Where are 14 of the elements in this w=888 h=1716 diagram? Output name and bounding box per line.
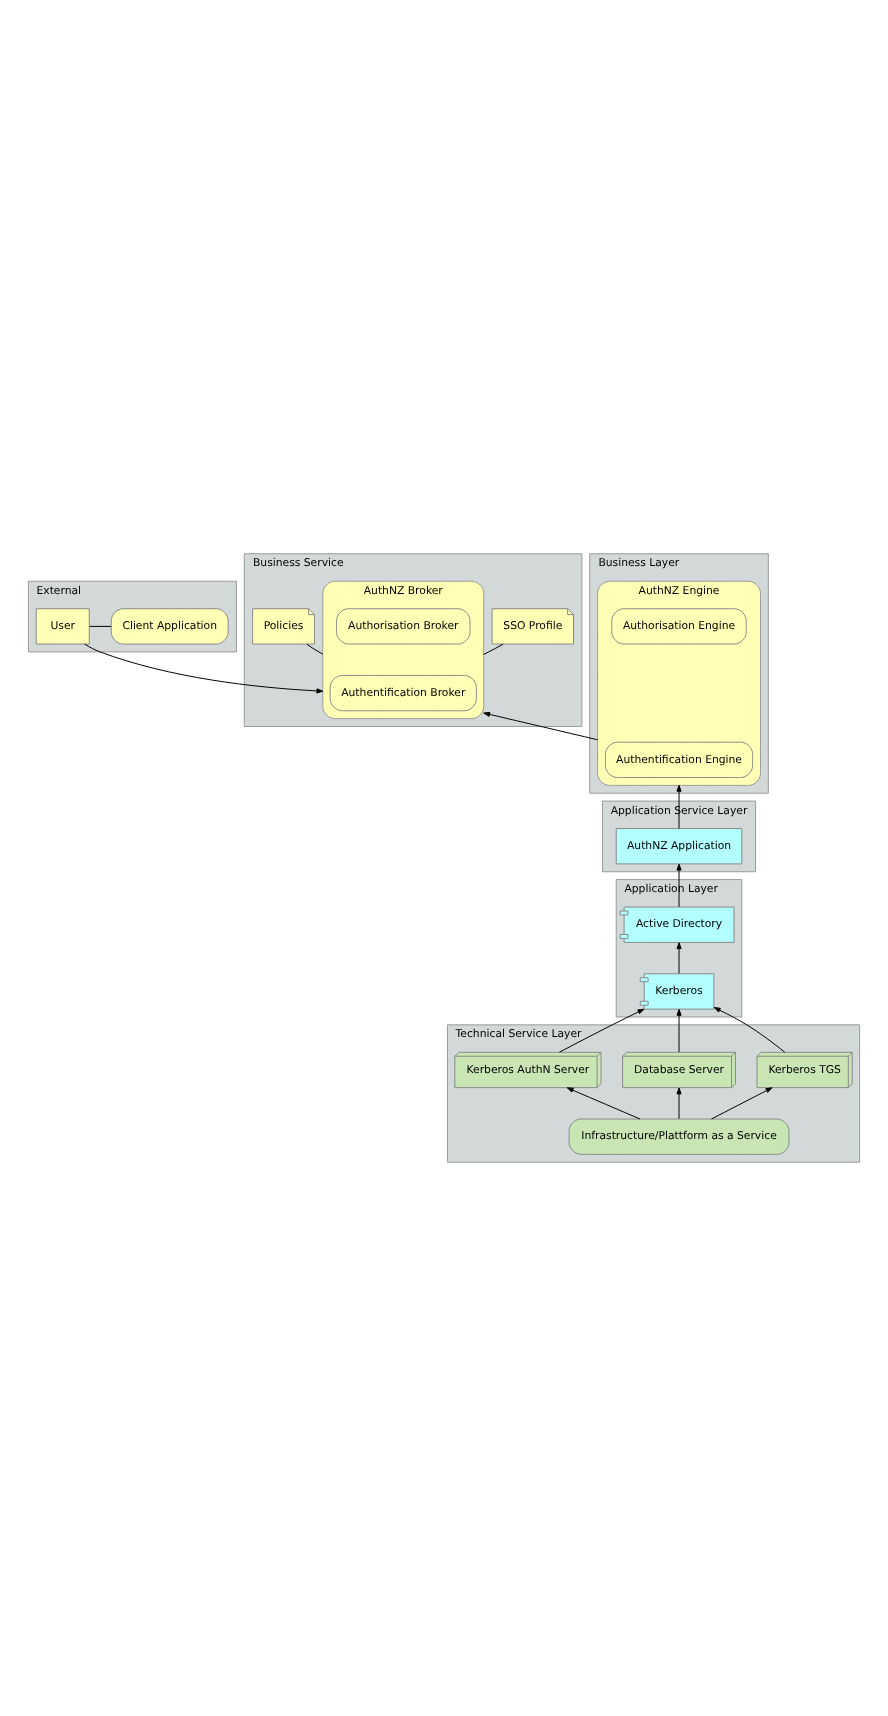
arrow: [711, 1087, 773, 1120]
arrow: [558, 1008, 645, 1053]
arrow: [84, 643, 324, 694]
arrow: [483, 711, 599, 741]
connector: [89, 625, 112, 627]
connector: [306, 643, 324, 655]
arrow: [676, 942, 682, 974]
arrow: [676, 784, 682, 829]
arrow: [676, 863, 682, 908]
connector: [483, 643, 504, 655]
arrow: [676, 1087, 682, 1120]
arrow: [566, 1087, 641, 1120]
arrow: [713, 1007, 786, 1053]
arrow: [676, 1008, 682, 1053]
